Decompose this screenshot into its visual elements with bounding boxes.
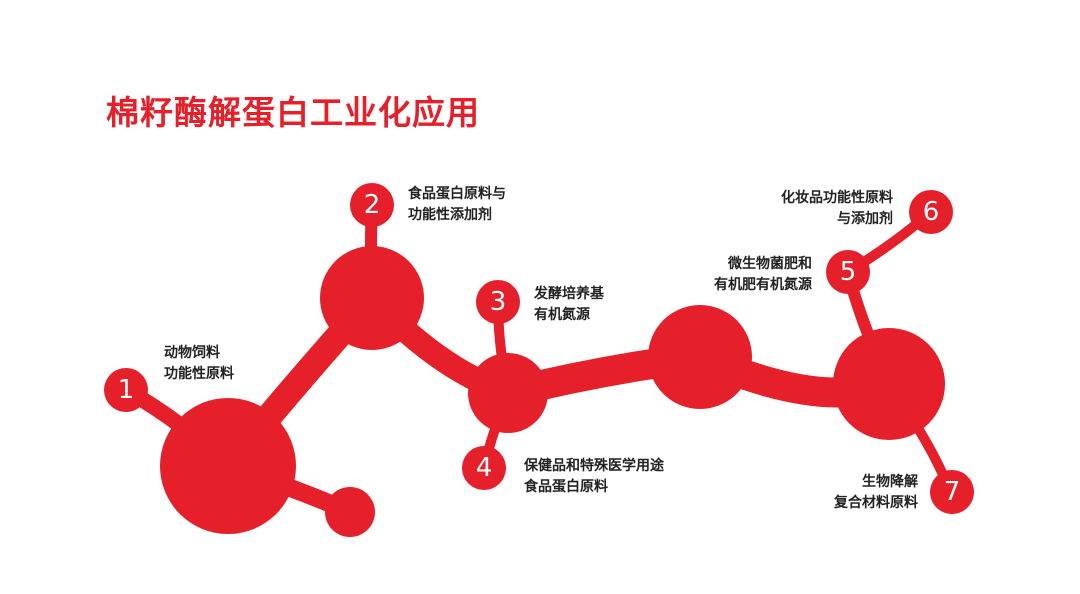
node-label-4-line-1: 保健品和特殊医学用途 [524,458,664,474]
node-label-5: 微生物菌肥和 有机肥有机氮源 [714,254,812,296]
satellite-circle [325,487,375,537]
page-title: 棉籽酶解蛋白工业化应用 [106,93,480,132]
node-circle-5 [826,250,870,294]
hub-circle-3 [468,353,548,433]
node-label-3-line-1: 发酵培养基 [534,286,604,302]
hub-circle-5 [833,328,945,440]
node-label-6-line-1: 化妆品功能性原料 [781,190,893,206]
node-label-5-line-1: 微生物菌肥和 [728,256,812,272]
node-label-3: 发酵培养基 有机氮源 [534,284,604,326]
node-label-3-line-2: 有机氮源 [534,307,590,323]
node-number-6: 6 [923,197,940,227]
node-circle-4 [462,446,506,490]
node-number-1: 1 [118,375,135,405]
node-label-6-line-2: 与添加剂 [837,211,893,227]
node-circle-7 [930,470,974,514]
node-label-7: 生物降解 复合材料原料 [834,472,918,514]
node-label-2-line-2: 功能性添加剂 [408,207,492,223]
node-number-7: 7 [944,477,961,507]
node-label-2-line-1: 食品蛋白原料与 [408,186,506,202]
node-circle-1 [104,368,148,412]
node-number-5: 5 [840,257,857,287]
node-label-1-line-1: 动物饲料 [164,345,220,361]
node-number-3: 3 [490,287,507,317]
hub-circle-2 [320,246,424,350]
node-circle-3 [476,280,520,324]
node-label-1: 动物饲料 功能性原料 [164,343,234,385]
hub-circle-1 [160,398,296,534]
node-label-7-line-1: 生物降解 [862,474,918,490]
node-label-1-line-2: 功能性原料 [164,366,234,382]
node-number-2: 2 [364,190,381,220]
node-number-4: 4 [476,453,493,483]
node-label-4: 保健品和特殊医学用途 食品蛋白原料 [524,456,664,498]
node-label-5-line-2: 有机肥有机氮源 [714,277,812,293]
node-label-4-line-2: 食品蛋白原料 [524,479,608,495]
node-circle-6 [909,190,953,234]
node-label-7-line-2: 复合材料原料 [834,495,918,511]
node-label-2: 食品蛋白原料与 功能性添加剂 [408,184,506,226]
hub-circle-4 [648,305,752,409]
node-label-6: 化妆品功能性原料 与添加剂 [781,188,893,230]
node-circle-2 [350,183,394,227]
